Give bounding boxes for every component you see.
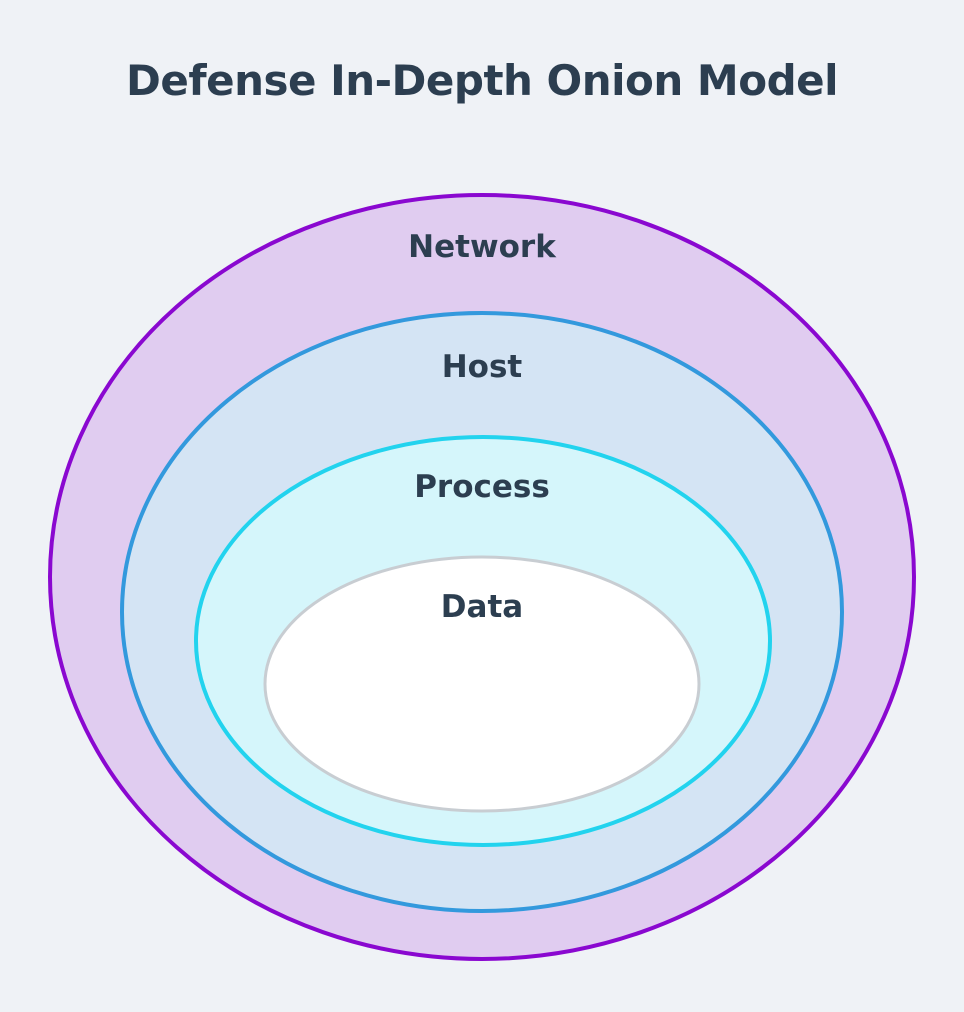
- layer-label-process: Process: [414, 469, 550, 505]
- layer-ellipse-data[interactable]: [263, 555, 701, 813]
- layer-label-network: Network: [408, 229, 556, 265]
- layer-label-data: Data: [440, 589, 524, 625]
- page-title: Defense In-Depth Onion Model: [125, 55, 839, 105]
- layer-label-host: Host: [441, 349, 523, 385]
